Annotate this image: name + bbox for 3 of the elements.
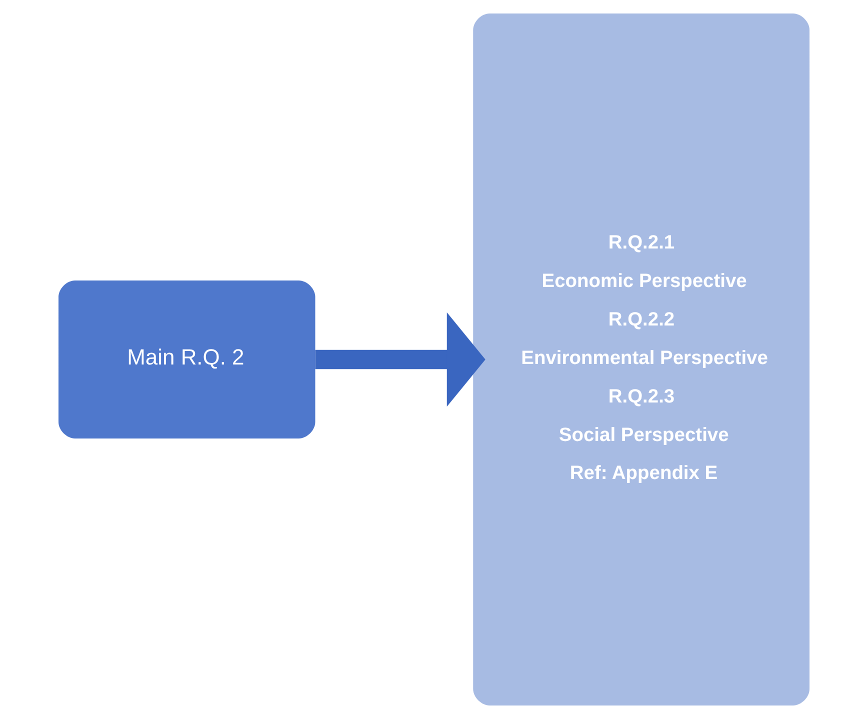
node-box: R.Q.2.1 Economic Perspective R.Q.2.2 Environmental Perspective R.Q.2.3 Social Perspective Ref: Appendix E	[472, 14, 809, 706]
arrow	[314, 312, 485, 407]
node-box: Main R.Q. 2	[58, 280, 315, 438]
